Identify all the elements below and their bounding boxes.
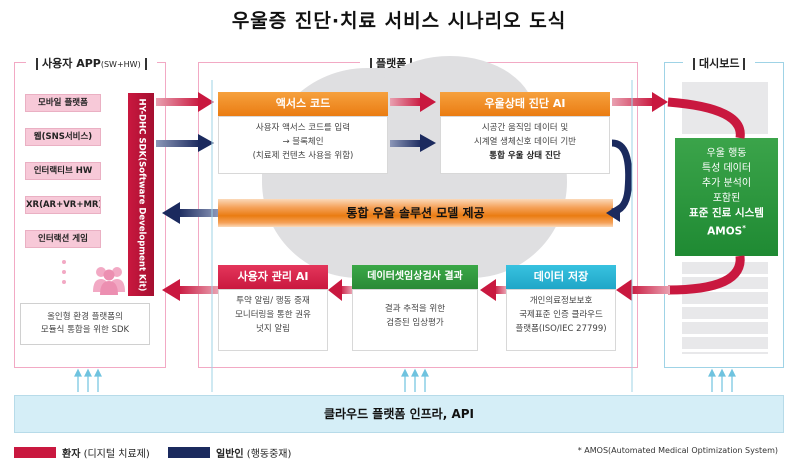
diagnosis-body: 시공간 움직임 데이터 및 시계열 생체신호 데이터 기반 통합 우울 상태 진… (440, 116, 610, 174)
user-mgmt-body: 투약 알림/ 행동 중재 모니터링을 통한 권유 넛지 알림 (218, 289, 328, 351)
divider (144, 58, 147, 70)
access-code-body: 사용자 액서스 코드를 입력 → 블록체인 (치료제 컨텐츠 사용을 위함) (218, 116, 388, 174)
divider (36, 58, 38, 70)
page-title: 우울증 진단·치료 서비스 시나리오 도식 (231, 10, 567, 32)
legend-general-swatch (168, 447, 210, 458)
user-item-mobile: 모바일 플랫폼 (25, 94, 101, 112)
arrow-general-to-diagnosis (390, 134, 436, 152)
arrow-storage-to-dataset (480, 279, 506, 301)
arrow-dashboard-curve (667, 97, 745, 139)
legend-general-label: 일반인 (행동중재) (216, 449, 292, 460)
user-mgmt-header: 사용자 관리 AI (218, 265, 328, 289)
sdk-description: 올인형 환경 플랫폼의 모듈식 통합을 위한 SDK (20, 303, 150, 345)
up-arrows-right (708, 368, 736, 392)
arrow-mgmt-to-user (162, 279, 218, 301)
arrow-general-to-access (156, 134, 214, 152)
divider (370, 58, 372, 70)
user-item-xr: XR(AR+VR+MR) (25, 196, 101, 214)
user-item-game: 인터랙션 게임 (25, 230, 101, 248)
diagnosis-header: 우울상태 진단 AI (440, 92, 610, 116)
arrow-solution-to-user (162, 202, 218, 224)
legend-patient-swatch (14, 447, 56, 458)
arrow-diagnosis-to-dashboard (612, 92, 668, 112)
arrow-sdk-to-access (156, 92, 214, 112)
users-icon (93, 267, 125, 295)
more-dots-icon (62, 260, 66, 284)
up-arrows-center (401, 368, 429, 392)
access-code-header: 액서스 코드 (218, 92, 388, 116)
arrow-access-to-diagnosis (390, 92, 436, 112)
dataset-header: 데이터셋임상검사 결과 (352, 265, 478, 289)
arrow-dashboard-to-storage (616, 279, 670, 301)
sdk-bar: HY-DHC SDK(Software Development Kit) (128, 93, 154, 296)
storage-header: 데이터 저장 (506, 265, 616, 289)
footnote: * AMOS(Automated Medical Optimization Sy… (577, 446, 778, 455)
user-item-interactive-hw: 인터랙티브 HW (25, 162, 101, 180)
dashboard-title: 대시보드 (683, 55, 756, 71)
divider (693, 58, 695, 70)
user-item-web: 웹(SNS서비스) (25, 128, 101, 146)
amos-box: 우울 행동 특성 데이터 추가 분석이 포함된 표준 진료 시스템 AMOS* (675, 138, 778, 256)
solution-bar: 통합 우울 솔루션 모델 제공 (218, 199, 613, 227)
arrow-dataset-to-mgmt (328, 279, 352, 301)
arrow-amos-curve (667, 255, 745, 295)
divider (743, 58, 746, 70)
arrow-diagnosis-curve (611, 139, 633, 216)
platform-connectors (211, 80, 633, 392)
legend-patient-label: 환자 (디지털 치료제) (62, 449, 150, 460)
user-app-title: 사용자 APP(SW+HW) (26, 55, 157, 71)
up-arrows-left (74, 368, 102, 392)
cloud-infra-bar: 클라우드 플랫폼 인프라, API (14, 395, 784, 433)
dataset-body: 결과 추적을 위한 검증된 임상평가 (352, 289, 478, 351)
storage-body: 개인의료정보보호 국제표준 인증 클라우드 플랫폼(ISO/IEC 27799) (506, 289, 616, 351)
